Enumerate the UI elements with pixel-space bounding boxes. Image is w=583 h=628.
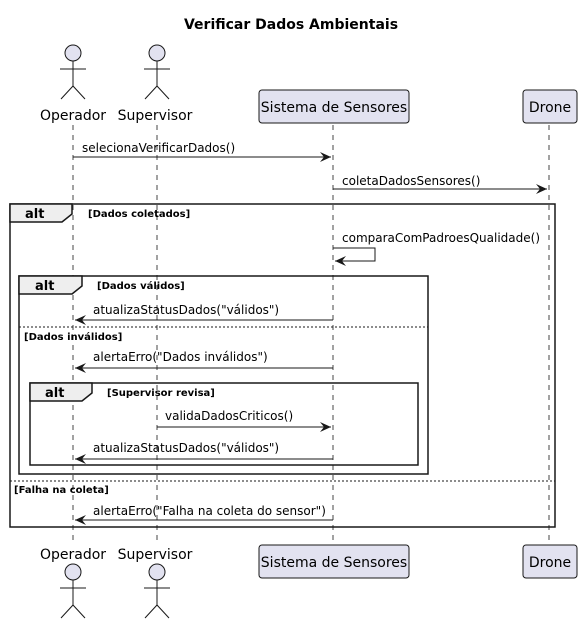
message-4: atualizaStatusDados("válidos") <box>75 303 333 325</box>
fragment-guard: [Dados coletados] <box>88 209 190 220</box>
fragment-alt-inner: alt [Supervisor revisa] <box>29 382 419 466</box>
message-7: atualizaStatusDados("válidos") <box>75 441 333 464</box>
svg-text:atualizaStatusDados("válidos"): atualizaStatusDados("válidos") <box>93 303 279 317</box>
participant-label-sensores-top: Sistema de Sensores <box>261 100 407 116</box>
actor-head-icon <box>148 44 166 62</box>
message-5: alertaErro("Dados inválidos") <box>75 350 333 373</box>
message-2: coletaDadosSensores() <box>333 174 547 194</box>
participant-drone-top: Drone <box>522 89 578 124</box>
fragment-alt-outer: alt [Dados coletados] [Falha na coleta] <box>9 203 556 528</box>
participant-label-sensores-bottom: Sistema de Sensores <box>261 555 407 571</box>
participant-sensores-top: Sistema de Sensores <box>258 89 410 124</box>
message-8: alertaErro("Falha na coleta do sensor") <box>75 504 333 525</box>
actor-operador-top <box>60 44 86 100</box>
fragment-alt-middle: alt [Dados válidos] [Dados inválidos] <box>18 275 429 475</box>
message-1: selecionaVerificarDados() <box>73 141 331 162</box>
svg-text:comparaComPadroesQualidade(): comparaComPadroesQualidade() <box>342 231 540 245</box>
message-6: validaDadosCriticos() <box>157 409 331 432</box>
actor-operador-bottom <box>60 563 86 619</box>
participant-label-drone-top: Drone <box>529 100 571 116</box>
participant-label-operador-bottom: Operador <box>40 547 106 563</box>
participant-label-drone-bottom: Drone <box>529 555 571 571</box>
participant-label-supervisor-top: Supervisor <box>118 108 193 124</box>
actor-supervisor-bottom <box>144 563 170 619</box>
diagram-title: Verificar Dados Ambientais <box>184 17 398 33</box>
participant-label-operador-top: Operador <box>40 108 106 124</box>
participant-label-supervisor-bottom: Supervisor <box>118 547 193 563</box>
participant-drone-bottom: Drone <box>522 544 578 579</box>
svg-text:atualizaStatusDados("válidos"): atualizaStatusDados("válidos") <box>93 441 279 455</box>
fragment-keyword: alt <box>25 207 44 222</box>
fragment-keyword: alt <box>35 279 54 294</box>
participant-sensores-bottom: Sistema de Sensores <box>258 544 410 579</box>
fragment-keyword: alt <box>45 386 64 401</box>
svg-text:coletaDadosSensores(): coletaDadosSensores() <box>342 174 480 188</box>
fragment-guard: [Dados válidos] <box>97 280 185 292</box>
actor-head-icon <box>64 44 82 62</box>
fragment-else-guard: [Falha na coleta] <box>14 485 109 496</box>
actor-supervisor-top <box>144 44 170 100</box>
fragment-else-guard: [Dados inválidos] <box>24 331 122 343</box>
actor-head-icon <box>64 563 82 581</box>
svg-text:validaDadosCriticos(): validaDadosCriticos() <box>165 409 293 423</box>
message-3-self: comparaComPadroesQualidade() <box>333 231 540 266</box>
fragment-guard: [Supervisor revisa] <box>107 388 215 399</box>
svg-text:alertaErro("Dados inválidos"): alertaErro("Dados inválidos") <box>93 350 268 364</box>
actor-head-icon <box>148 563 166 581</box>
svg-text:alertaErro("Falha na coleta do: alertaErro("Falha na coleta do sensor") <box>93 504 326 518</box>
svg-text:selecionaVerificarDados(): selecionaVerificarDados() <box>82 141 235 155</box>
